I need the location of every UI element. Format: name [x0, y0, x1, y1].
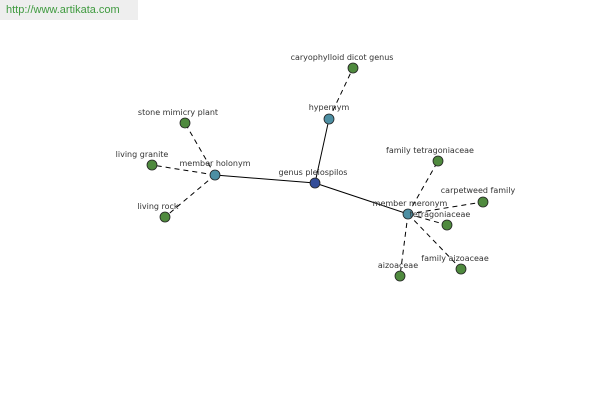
label-holonym-rock: living rock [137, 202, 179, 211]
edge-meronym-tetragoniaceae [407, 213, 448, 226]
edge-hypernym-target [328, 67, 354, 120]
node-center[interactable] [309, 177, 321, 189]
node-meronym-family-tetragoniaceae[interactable] [432, 155, 444, 167]
edge-holonym-granite [151, 164, 216, 176]
label-hypernym: hypernym [309, 103, 350, 112]
label-meronym-carpetweed: carpetweed family [441, 186, 516, 195]
node-meronym-tetragoniaceae[interactable] [441, 219, 453, 231]
label-hypernym-target: caryophylloid dicot genus [291, 53, 394, 62]
label-center: genus pleiospilos [279, 168, 348, 177]
node-meronym-aizoaceae[interactable] [394, 270, 406, 282]
node-meronym[interactable] [402, 208, 414, 220]
edge-center-holonym [214, 174, 316, 184]
label-holonym-stone: stone mimicry plant [138, 108, 218, 117]
node-holonym-rock[interactable] [159, 211, 171, 223]
edge-holonym-stone [184, 122, 216, 176]
node-hypernym-target[interactable] [347, 62, 359, 74]
node-meronym-family-aizoaceae[interactable] [455, 263, 467, 275]
label-meronym-tetragoniaceae: tetragoniaceae [410, 210, 471, 219]
label-holonym: member holonym [179, 159, 250, 168]
edge-meronym-carpetweed [407, 201, 484, 215]
label-meronym-aizoaceae: aizoaceae [378, 261, 418, 270]
node-holonym-granite[interactable] [146, 159, 158, 171]
label-meronym-family-tetragoniaceae: family tetragoniaceae [386, 146, 474, 155]
edge-holonym-rock [164, 174, 216, 218]
node-meronym-carpetweed[interactable] [477, 196, 489, 208]
watermark-url: http://www.artikata.com [0, 0, 138, 20]
edge-meronym-family-tetragoniaceae [407, 160, 439, 215]
edge-center-meronym [314, 182, 409, 215]
node-hypernym[interactable] [323, 113, 335, 125]
edge-meronym-family-aizoaceae [407, 213, 462, 270]
label-meronym: member meronym [373, 199, 448, 208]
node-holonym-stone[interactable] [179, 117, 191, 129]
label-meronym-family-aizoaceae: family aizoaceae [421, 254, 489, 263]
edge-meronym-aizoaceae [399, 213, 409, 277]
node-holonym[interactable] [209, 169, 221, 181]
label-holonym-granite: living granite [116, 150, 169, 159]
edge-center-hypernym [314, 118, 330, 184]
